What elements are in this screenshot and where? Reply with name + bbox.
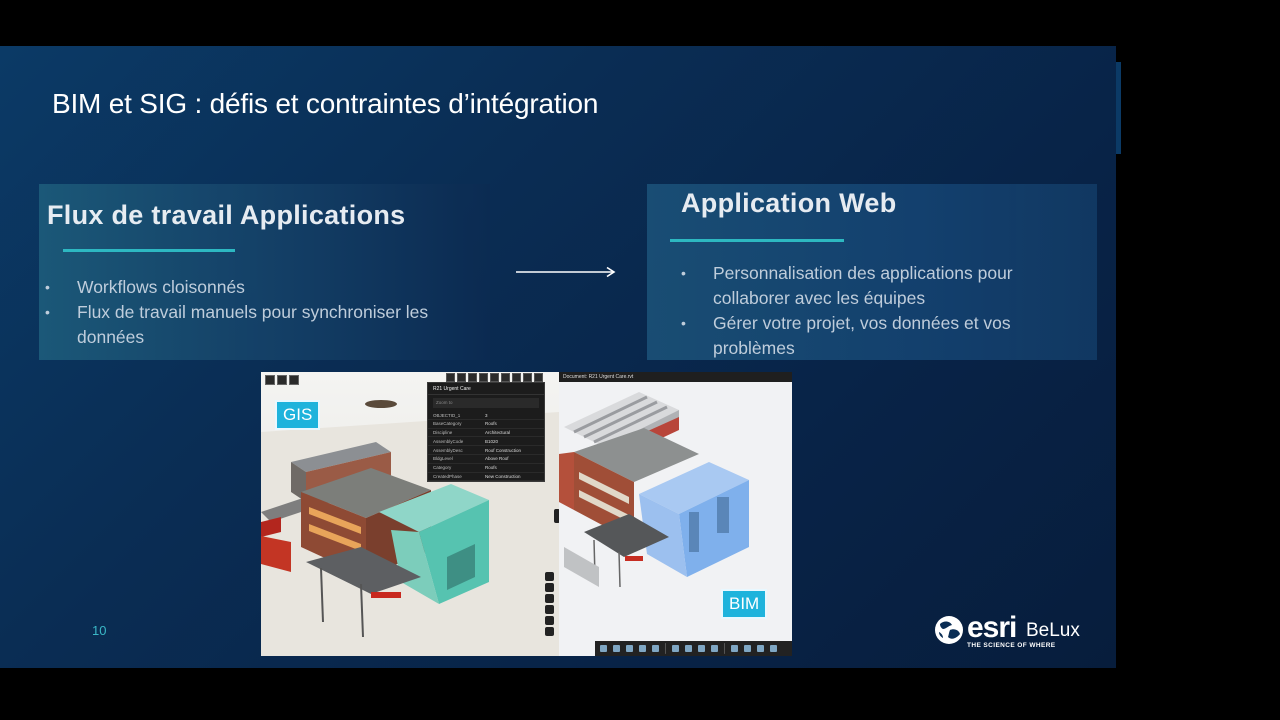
card-title: Flux de travail Applications: [47, 200, 406, 230]
bim-viewer-toolbar[interactable]: [595, 641, 792, 656]
zoom-out-icon[interactable]: [545, 594, 554, 603]
slide-title: BIM et SIG : défis et contraintes d’inté…: [52, 88, 599, 119]
properties-icon[interactable]: [744, 645, 751, 652]
home-icon[interactable]: [265, 375, 275, 385]
rotate-icon[interactable]: [545, 605, 554, 614]
markup-icon[interactable]: [672, 645, 679, 652]
document-title: Document: R21 Urgent Care.rvt: [559, 372, 792, 382]
compass-icon[interactable]: [545, 572, 554, 581]
logo-wordmark: esri: [967, 611, 1017, 644]
map-toolbar[interactable]: [265, 375, 299, 385]
zoom-to-button[interactable]: Zoom to: [433, 398, 539, 408]
popup-title: R21 Urgent Care: [428, 383, 544, 395]
bullet-item: Workflows cloisonnés: [45, 275, 485, 300]
page-number: 10: [92, 623, 107, 638]
fullscreen-icon[interactable]: [770, 645, 777, 652]
zoom-in-icon[interactable]: [545, 583, 554, 592]
accent-rule: [63, 249, 235, 252]
bim-model-view: Document: R21 Urgent Care.rvt: [559, 372, 792, 656]
card-title: Application Web: [681, 188, 897, 218]
zoom-icon[interactable]: [626, 645, 633, 652]
globe-icon: [935, 616, 963, 644]
model-browser-icon[interactable]: [731, 645, 738, 652]
measure-icon[interactable]: [457, 373, 466, 382]
toolbar-divider: [724, 643, 725, 654]
camera-icon[interactable]: [652, 645, 659, 652]
measure-tool-icon[interactable]: [711, 645, 718, 652]
right-arrow-icon: [516, 266, 616, 278]
orbit-icon[interactable]: [600, 645, 607, 652]
share-icon[interactable]: [501, 373, 510, 382]
web-application-card: Application Web Personnalisation des app…: [647, 184, 1097, 360]
scene-toolbar[interactable]: [446, 373, 543, 382]
bim-building-model: [559, 392, 749, 588]
pan-icon[interactable]: [545, 616, 554, 625]
slice-icon[interactable]: [468, 373, 477, 382]
bullet-list: Workflows cloisonnés Flux de travail man…: [45, 275, 485, 350]
accent-rule: [670, 239, 844, 242]
home-view-icon[interactable]: [545, 627, 554, 636]
close-icon[interactable]: [534, 373, 543, 382]
split-handle[interactable]: [554, 509, 560, 523]
layers-icon[interactable]: [277, 375, 287, 385]
bullet-list: Personnalisation des applications pour c…: [681, 261, 1081, 361]
logo-tagline: THE SCIENCE OF WHERE: [967, 642, 1056, 649]
settings-icon[interactable]: [512, 373, 521, 382]
toolbar-divider: [665, 643, 666, 654]
settings-gear-icon[interactable]: [757, 645, 764, 652]
bullet-item: Personnalisation des applications pour c…: [681, 261, 1081, 311]
section-icon[interactable]: [685, 645, 692, 652]
daylight-icon[interactable]: [479, 373, 488, 382]
print-icon[interactable]: [490, 373, 499, 382]
workflow-applications-card: Flux de travail Applications Workflows c…: [39, 184, 490, 360]
navigation-controls[interactable]: [545, 572, 554, 636]
help-icon[interactable]: [523, 373, 532, 382]
slide-edge: [1116, 62, 1121, 154]
pan-hand-icon[interactable]: [613, 645, 620, 652]
explode-icon[interactable]: [698, 645, 705, 652]
walk-icon[interactable]: [639, 645, 646, 652]
basemap-icon[interactable]: [289, 375, 299, 385]
esri-belux-logo: esri BeLux THE SCIENCE OF WHERE: [934, 611, 1094, 654]
navigate-icon[interactable]: [446, 373, 455, 382]
bullet-item: Flux de travail manuels pour synchronise…: [45, 300, 485, 350]
logo-region: BeLux: [1026, 620, 1080, 641]
bim-label: BIM: [721, 589, 768, 619]
gis-label: GIS: [275, 400, 321, 430]
bullet-item: Gérer votre projet, vos données et vos p…: [681, 311, 1081, 361]
slide: BIM et SIG : défis et contraintes d’inté…: [0, 46, 1116, 668]
